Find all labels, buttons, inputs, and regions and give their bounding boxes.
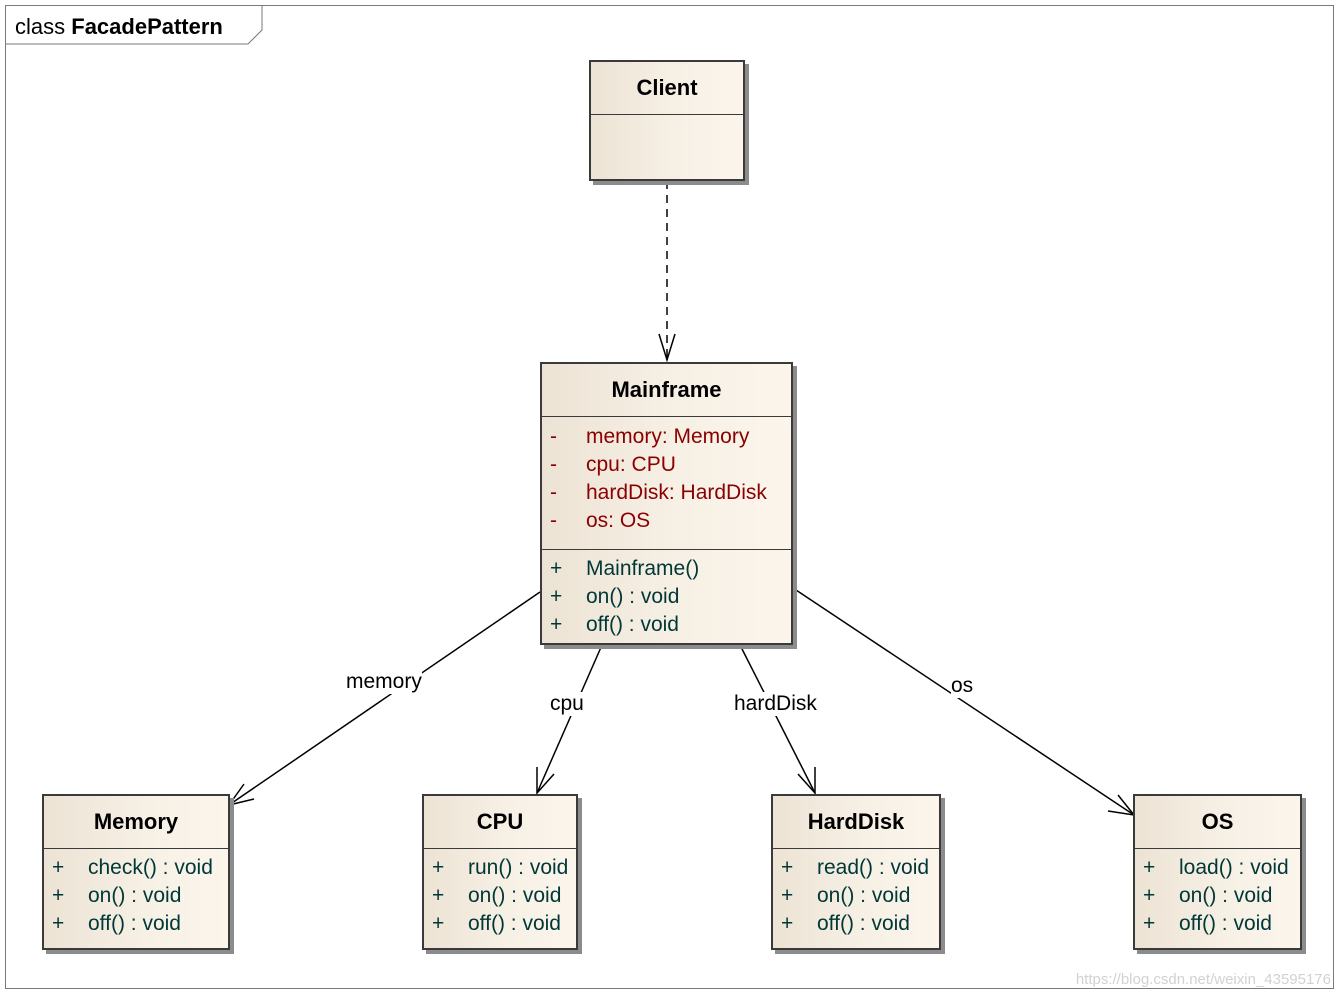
watermark: https://blog.csdn.net/weixin_43595176 bbox=[1075, 971, 1331, 988]
association-arrowhead-harddisk bbox=[797, 767, 816, 795]
operation-row: +off() : void bbox=[432, 912, 561, 935]
class-harddisk[interactable]: HardDisk +read() : void +on() : void +of… bbox=[771, 794, 941, 950]
class-name: HardDisk bbox=[773, 796, 939, 849]
association-line-os bbox=[792, 587, 1135, 816]
frame-kind: class bbox=[15, 14, 66, 39]
operation-row: +on() : void bbox=[52, 884, 182, 907]
attribute-row: -hardDisk: HardDisk bbox=[550, 481, 767, 504]
relation-label-cpu: cpu bbox=[550, 692, 584, 716]
class-memory[interactable]: Memory +check() : void +on() : void +off… bbox=[42, 794, 230, 950]
relation-label-harddisk: hardDisk bbox=[734, 692, 817, 716]
class-name: Client bbox=[591, 62, 743, 115]
operation-row: +on() : void bbox=[550, 585, 680, 608]
operation-row: +off() : void bbox=[550, 613, 679, 636]
attribute-row: -os: OS bbox=[550, 509, 651, 532]
operation-row: +load() : void bbox=[1143, 856, 1289, 879]
relation-label-os: os bbox=[951, 674, 974, 698]
frame-name: FacadePattern bbox=[71, 14, 223, 39]
operation-row: +run() : void bbox=[432, 856, 569, 879]
operation-row: +read() : void bbox=[781, 856, 930, 879]
operations-compartment: +run() : void +on() : void +off() : void bbox=[424, 849, 576, 938]
attribute-row: -cpu: CPU bbox=[550, 453, 676, 476]
operation-row: +off() : void bbox=[781, 912, 910, 935]
class-name: Memory bbox=[44, 796, 228, 849]
dependency-arrowhead bbox=[658, 333, 676, 363]
operations-compartment: +check() : void +on() : void +off() : vo… bbox=[44, 849, 228, 938]
attributes-compartment: -memory: Memory -cpu: CPU -hardDisk: Har… bbox=[542, 417, 791, 550]
relation-label-memory: memory bbox=[346, 670, 422, 694]
class-client[interactable]: Client bbox=[589, 60, 745, 181]
association-line-memory bbox=[228, 591, 541, 806]
attribute-row: -memory: Memory bbox=[550, 425, 750, 448]
operation-row: +on() : void bbox=[781, 884, 911, 907]
operation-row: +off() : void bbox=[1143, 912, 1272, 935]
operations-compartment: +read() : void +on() : void +off() : voi… bbox=[773, 849, 939, 938]
frame-title: class FacadePattern bbox=[15, 14, 223, 40]
frame-label: class FacadePattern bbox=[5, 5, 263, 45]
operation-row: +check() : void bbox=[52, 856, 213, 879]
operation-row: +off() : void bbox=[52, 912, 181, 935]
operation-row: +on() : void bbox=[432, 884, 562, 907]
operation-row: +on() : void bbox=[1143, 884, 1273, 907]
association-line-cpu bbox=[536, 644, 603, 794]
class-os[interactable]: OS +load() : void +on() : void +off() : … bbox=[1133, 794, 1302, 950]
association-line-harddisk bbox=[739, 644, 816, 794]
class-name: CPU bbox=[424, 796, 576, 849]
class-name: Mainframe bbox=[542, 364, 791, 417]
class-name: OS bbox=[1135, 796, 1300, 849]
diagram-frame bbox=[5, 5, 1334, 989]
operations-compartment: +load() : void +on() : void +off() : voi… bbox=[1135, 849, 1300, 938]
frame-label-tab bbox=[5, 5, 263, 45]
class-mainframe[interactable]: Mainframe -memory: Memory -cpu: CPU -har… bbox=[540, 362, 793, 645]
operation-row: +Mainframe() bbox=[550, 557, 700, 580]
operations-compartment: +Mainframe() +on() : void +off() : void bbox=[542, 550, 791, 639]
class-cpu[interactable]: CPU +run() : void +on() : void +off() : … bbox=[422, 794, 578, 950]
association-arrowhead-cpu bbox=[536, 767, 555, 795]
